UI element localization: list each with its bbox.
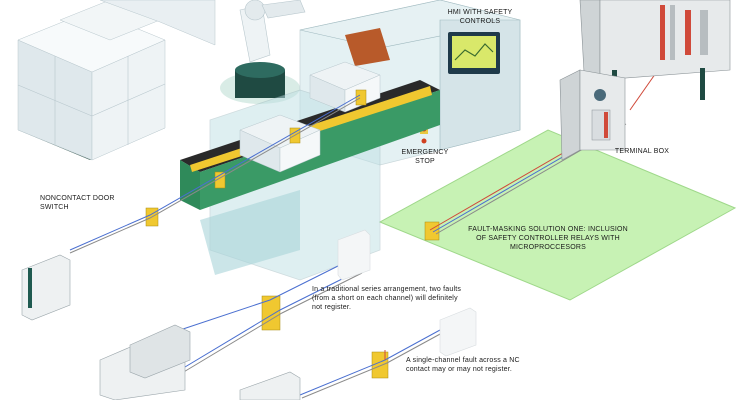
terminal-box-cabinet <box>559 69 626 161</box>
label-emergency-stop: EMERGENCY STOP <box>401 149 449 165</box>
electrical-cabinet <box>579 0 731 100</box>
hmi-panel <box>448 32 500 74</box>
robot-arm <box>220 0 306 104</box>
pallet-boxes <box>17 0 216 161</box>
label-terminal-box: TERMINAL BOX <box>614 148 670 155</box>
relay-modules <box>21 229 477 400</box>
label-fault-masking: FAULT-MASKING SOLUTION ONE: INCLUSION OF… <box>468 226 628 251</box>
note-single-channel: A single-channel fault across a NC conta… <box>406 357 520 373</box>
fault-masking-zone <box>378 129 737 301</box>
label-noncontact-door-switch: NONCONTACT DOOR SWITCH <box>40 195 115 211</box>
note-series-arrangement: In a traditional series arrangement, two… <box>312 286 462 311</box>
label-hmi: HMI WITH SAFETY CONTROLS <box>447 9 513 25</box>
